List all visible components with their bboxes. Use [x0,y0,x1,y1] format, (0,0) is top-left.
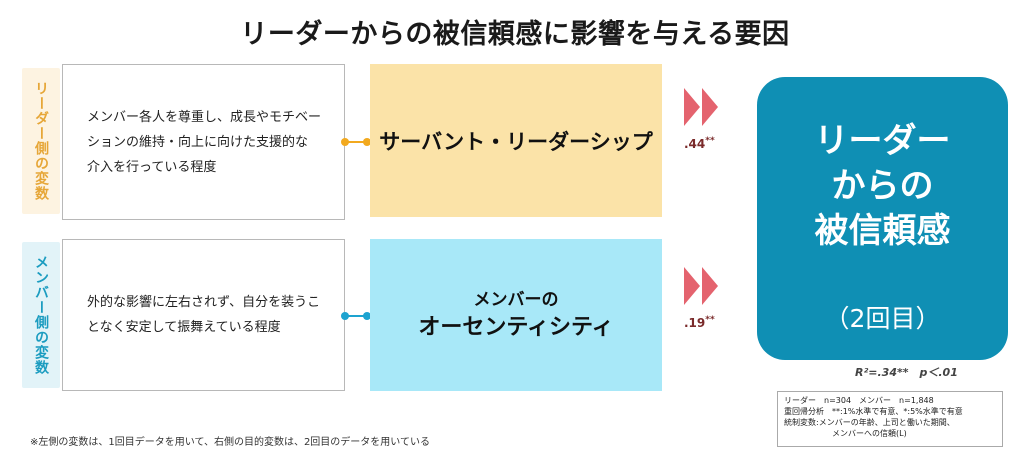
note-line: 重回帰分析 **:1%水準で有意、*:5%水準で有意 [784,407,963,416]
leader-description-line: 介入を行っている程度 [87,159,217,175]
footnote: ※左側の変数は、1回目データを用いて、右側の目的変数は、2回目のデータを用いてい… [30,437,431,448]
note-line: リーダー n=304 メンバー n=1,848 [784,396,934,405]
round-label: （2回目） [824,304,941,333]
note-line: 統制変数:メンバーの年齢、上司と働いた期間、 [784,418,955,427]
member-authenticity-box: メンバーの オーセンティシティ [370,239,662,391]
leader-description-line: ションの維持・向上に向けた支援的な [87,134,309,150]
leader-connector-line [345,141,367,143]
leader-variables-tab: リーダー側の変数 [22,68,60,214]
member-coefficient: .19** [684,315,715,330]
leader-coefficient: .44** [684,136,715,151]
member-connector-dot-right [363,312,371,320]
leader-path-arrow-icon [684,88,718,126]
page-title: リーダーからの被信頼感に影響を与える要因 [240,19,790,50]
member-description-line: 外的な影響に左右されず、自分を装うこ [87,295,321,310]
analysis-notes-box: リーダー n=304 メンバー n=1,848 重回帰分析 **:1%水準で有意… [777,391,1003,447]
trust-from-leader-label: リーダー からの 被信頼感 [757,119,1008,254]
member-description-text: 外的な影響に左右されず、自分を装うこ となく安定して振舞えている程度 [87,290,320,340]
leader-description-line: メンバー各人を尊重し、成長やモチベー [87,109,322,125]
member-description-line: となく安定して振舞えている程度 [87,320,281,335]
leader-description-text: メンバー各人を尊重し、成長やモチベー ションの維持・向上に向けた支援的な 介入を… [87,105,321,180]
leader-description-box: メンバー各人を尊重し、成長やモチベー ションの維持・向上に向けた支援的な 介入を… [62,64,345,220]
leader-connector-dot-right [363,138,371,146]
member-path-arrow-icon [684,267,718,305]
servant-leadership-label: サーバント・リーダーシップ [379,129,653,154]
r-squared-stat: R²=.34** p＜.01 [855,366,958,379]
result-line-1: リーダー [814,121,951,161]
note-line: メンバーへの信頼(L) [832,429,907,438]
result-line-3: 被信頼感 [814,211,951,251]
member-authenticity-label-line2: オーセンティシティ [418,315,614,340]
member-description-box: 外的な影響に左右されず、自分を装うこ となく安定して振舞えている程度 [62,239,345,391]
servant-leadership-box: サーバント・リーダーシップ [370,64,662,217]
member-variables-tab: メンバー側の変数 [22,242,60,388]
trust-from-leader-box: リーダー からの 被信頼感 （2回目） [757,77,1008,360]
member-connector-line [345,315,367,317]
result-line-2: からの [831,166,934,206]
member-authenticity-label-line1: メンバーの [473,290,559,310]
